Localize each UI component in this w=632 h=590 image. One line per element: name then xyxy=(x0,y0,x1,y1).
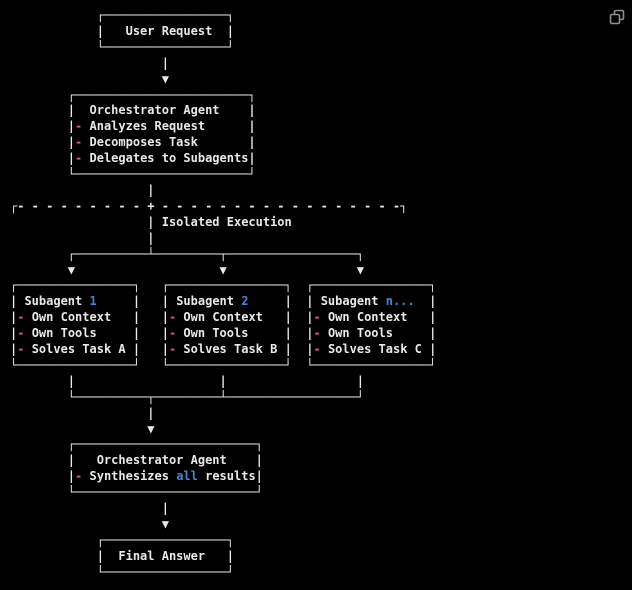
subagent-connectors: | | | xyxy=(10,373,365,388)
copy-icon xyxy=(609,9,625,25)
arrow-to-final: ▼ xyxy=(10,517,169,531)
user-request-box-bottom: └─────────────────┘ xyxy=(10,39,234,54)
subagent-titles: | Subagent 1 | | Subagent 2 | | Subagent… xyxy=(10,294,437,309)
copy-button[interactable] xyxy=(605,6,629,30)
isolated-boundary-dashed-line: ┌- - - - - - - - - + - - - - - - - - - -… xyxy=(10,198,408,213)
connector-orchestrator-to-boundary: | xyxy=(10,182,155,197)
split-arrows: ▼ ▼ ▼ xyxy=(10,262,365,277)
user-request-box-title: | User Request | xyxy=(10,23,234,38)
synthesizer-box-top: ┌─────────────────────────┐ xyxy=(10,437,263,452)
final-answer-box-top: ┌─────────────────┐ xyxy=(10,532,234,547)
subagent-boxes-bottom: └────────────────┘ └────────────────┘ └─… xyxy=(10,357,437,372)
user-request-box-top: ┌─────────────────┐ xyxy=(10,8,234,22)
final-answer-box-bottom: └─────────────────┘ xyxy=(10,564,234,579)
subagent-bullets-context: |- Own Context | |- Own Context | |- Own… xyxy=(10,310,437,325)
orchestrator-bullet-delegates: |- Delegates to Subagents| xyxy=(10,151,256,166)
final-answer-box-title: | Final Answer | xyxy=(10,548,234,563)
synthesizer-bullet: |- Synthesizes all results| xyxy=(10,469,263,484)
isolated-execution-label: | Isolated Execution xyxy=(10,214,292,229)
arrow-to-synthesizer: ▼ xyxy=(10,421,155,436)
subagent-boxes-top: ┌────────────────┐ ┌────────────────┐ ┌─… xyxy=(10,278,437,293)
orchestrator-box-title: | Orchestrator Agent | xyxy=(10,103,256,118)
orchestrator-bullet-analyzes: |- Analyzes Request | xyxy=(10,119,256,134)
orchestrator-box-top: ┌────────────────────────┐ xyxy=(10,87,256,102)
connector-merge: | xyxy=(10,405,155,420)
synthesizer-box-bottom: └─────────────────────────┘ xyxy=(10,485,263,500)
orchestrator-bullet-decomposes: |- Decomposes Task | xyxy=(10,135,256,150)
synthesizer-box-title: | Orchestrator Agent | xyxy=(10,453,263,468)
connector-to-final: | xyxy=(10,501,169,516)
orchestrator-box-bottom: └────────────────────────┘ xyxy=(10,167,256,182)
subagent-bullets-tasks: |- Solves Task A | |- Solves Task B | |-… xyxy=(10,342,437,357)
connector-user-to-orchestrator: | xyxy=(10,55,169,70)
connector-boundary-to-split: | xyxy=(10,230,155,245)
merge-line: └──────────┬─────────┴──────────────────… xyxy=(10,389,365,404)
subagent-bullets-tools: |- Own Tools | |- Own Tools | |- Own Too… xyxy=(10,326,437,341)
split-line: ┌──────────┴─────────┬──────────────────… xyxy=(10,246,365,261)
arrow-to-orchestrator: ▼ xyxy=(10,71,169,86)
